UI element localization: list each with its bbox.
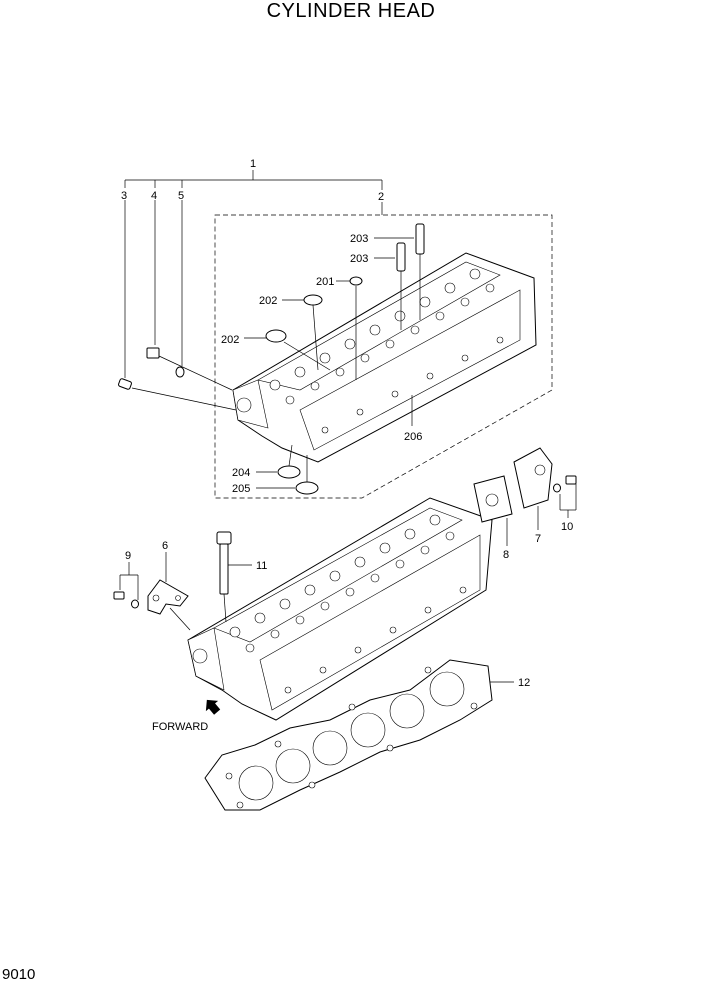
callout-8: 8 — [503, 549, 509, 561]
cup-part-202-upper — [282, 294, 323, 371]
bolt-part-9 — [113, 562, 139, 609]
callout-203a: 203 — [350, 233, 368, 245]
forward-arrow-icon — [205, 699, 221, 715]
callout-5: 5 — [178, 190, 184, 202]
plate-part-7 — [513, 447, 553, 530]
page-number: 9010 — [2, 966, 36, 983]
seal-part-201 — [336, 276, 363, 380]
callout-201: 201 — [316, 276, 334, 288]
bolt-part-10 — [553, 475, 577, 518]
callout-10: 10 — [561, 521, 573, 533]
callout-12: 12 — [518, 677, 530, 689]
ring-part-205 — [256, 455, 319, 495]
callout-204: 204 — [232, 467, 250, 479]
upper-cylinder-head — [232, 252, 537, 463]
head-gasket-part-12 — [204, 659, 514, 811]
callout-1-bracket — [124, 170, 383, 190]
callout-4: 4 — [151, 190, 157, 202]
callout-206: 206 — [404, 431, 422, 443]
bolt-part-4 — [146, 347, 233, 391]
cup-part-202-lower — [244, 329, 331, 371]
callout-7: 7 — [535, 533, 541, 545]
dowel-part-203-b — [374, 242, 406, 330]
page-title: CYLINDER HEAD — [266, 0, 436, 22]
ring-part-204 — [256, 444, 301, 479]
callout-202b: 202 — [221, 334, 239, 346]
plug-part-3 — [118, 378, 237, 411]
upper-head-bosses — [269, 268, 504, 434]
head-bolt-part-11 — [216, 531, 252, 623]
washer-part-5 — [175, 366, 185, 378]
callout-202a: 202 — [259, 295, 277, 307]
bracket-part-6 — [147, 552, 191, 631]
lower-cylinder-head — [187, 497, 493, 721]
lower-head-bosses — [229, 514, 467, 694]
subassembly-box — [214, 214, 553, 499]
callout-3: 3 — [121, 190, 127, 202]
callout-6: 6 — [162, 540, 168, 552]
gasket-part-8 — [473, 475, 513, 546]
callout-2: 2 — [378, 191, 384, 203]
callout-1: 1 — [250, 158, 256, 170]
dowel-part-203-a — [374, 223, 425, 320]
callout-205: 205 — [232, 483, 250, 495]
callout-9: 9 — [125, 550, 131, 562]
callout-203b: 203 — [350, 253, 368, 265]
callout-11: 11 — [256, 560, 267, 572]
forward-label: FORWARD — [152, 721, 208, 733]
